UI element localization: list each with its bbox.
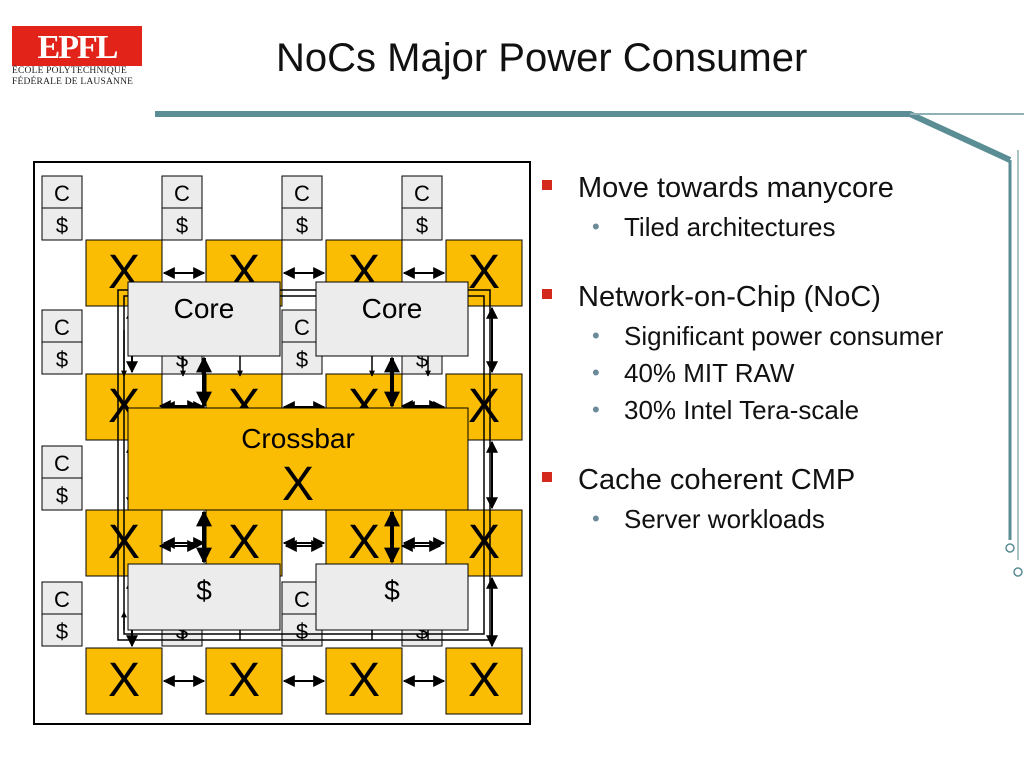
tile-cache-label: $ — [416, 213, 428, 238]
gray-dot-bullet-icon: • — [592, 323, 600, 348]
tile-core-label: C — [54, 587, 70, 612]
sub-bullet-item: • Tiled architectures — [538, 211, 1008, 243]
bullet-item: Move towards manycore — [538, 170, 1008, 206]
core-label: Core — [362, 293, 423, 324]
tile-core-label: C — [54, 181, 70, 206]
tile-core-box — [41, 581, 83, 615]
shared-cache-box — [127, 563, 281, 631]
router-glyph: X — [468, 654, 500, 707]
shared-cache-label: $ — [384, 575, 400, 606]
tile-core-box — [41, 175, 83, 209]
deco-dot-1 — [1005, 543, 1015, 553]
gray-dot-bullet-icon: • — [592, 360, 600, 385]
tile-cache-label: $ — [56, 347, 68, 372]
gray-dot-bullet-icon: • — [592, 397, 600, 422]
cmp-outline-inner — [123, 295, 485, 635]
core-box — [315, 281, 469, 357]
tile-cache-box — [401, 207, 443, 241]
bullet-text: Move towards manycore — [578, 172, 894, 204]
tile-core-label: C — [174, 181, 190, 206]
sub-bullet-item: • 30% Intel Tera-scale — [538, 394, 1008, 426]
tile-core-label: C — [294, 587, 310, 612]
router-glyph: X — [468, 246, 500, 299]
slide-title: NoCs Major Power Consumer — [276, 36, 808, 80]
tile-cache-label: $ — [176, 213, 188, 238]
crossbar-box — [127, 407, 469, 511]
tile-cache-label: $ — [56, 213, 68, 238]
tile-core-label: C — [294, 315, 310, 340]
bullet-item: Cache coherent CMP — [538, 462, 1008, 498]
sub-bullet-item: • 40% MIT RAW — [538, 357, 1008, 389]
tile-cache-box — [281, 341, 323, 375]
epfl-logo-mark: EPFL — [12, 26, 142, 66]
tile-cache-label: $ — [296, 213, 308, 238]
tile-core-box — [281, 309, 323, 343]
tile-cache-box — [281, 207, 323, 241]
sub-bullet-text: Significant power consumer — [624, 321, 944, 351]
sub-bullet-text: 40% MIT RAW — [624, 358, 795, 388]
tile-cache-box — [41, 613, 83, 647]
router-glyph: X — [228, 654, 260, 707]
bullet-text: Network-on-Chip (NoC) — [578, 281, 881, 313]
tile-cache-box — [41, 477, 83, 511]
shared-cache-label: $ — [196, 575, 212, 606]
tile-cache-label: $ — [296, 347, 308, 372]
core-label: Core — [174, 293, 235, 324]
tile-core-label: C — [54, 451, 70, 476]
tile-cache-box — [41, 207, 83, 241]
router-box — [205, 647, 283, 715]
bullet-text: Cache coherent CMP — [578, 464, 856, 496]
router-glyph: X — [348, 654, 380, 707]
bullet-list: Move towards manycore • Tiled architecture… — [538, 170, 1008, 535]
shared-cache-box — [315, 563, 469, 631]
red-square-bullet-icon — [542, 472, 552, 482]
sub-bullet-text: Server workloads — [624, 504, 825, 534]
tile-cache-box — [161, 207, 203, 241]
sub-bullet-text: Tiled architectures — [624, 212, 836, 242]
router-glyph: X — [228, 516, 260, 569]
tile-cache-label: $ — [56, 483, 68, 508]
tile-cache-label: $ — [56, 619, 68, 644]
router-box — [325, 647, 403, 715]
epfl-logo: EPFL ÉCOLE POLYTECHNIQUE FÉDÉRALE DE LAU… — [12, 26, 144, 88]
deco-dot-2 — [1013, 567, 1023, 577]
router-glyph: X — [348, 516, 380, 569]
red-square-bullet-icon — [542, 289, 552, 299]
sub-bullet-item: • Significant power consumer — [538, 320, 1008, 352]
logo-line-1: ÉCOLE POLYTECHNIQUE — [12, 66, 127, 76]
tile-cache-box — [41, 341, 83, 375]
tile-core-label: C — [54, 315, 70, 340]
sub-bullet-text: 30% Intel Tera-scale — [624, 395, 860, 425]
gray-dot-bullet-icon: • — [592, 214, 600, 239]
router-glyph: X — [108, 654, 140, 707]
sub-bullet-item: • Server workloads — [538, 503, 1008, 535]
crossbar-label: Crossbar — [241, 423, 355, 454]
tile-core-box — [161, 175, 203, 209]
tile-cache-label: $ — [296, 619, 308, 644]
tile-core-label: C — [414, 181, 430, 206]
tile-core-label: C — [294, 181, 310, 206]
router-box — [85, 647, 163, 715]
tile-core-box — [41, 445, 83, 479]
crossbar-glyph: X — [282, 458, 314, 511]
router-box — [445, 647, 523, 715]
logo-line-2: FÉDÉRALE DE LAUSANNE — [12, 77, 134, 87]
bullet-item: Network-on-Chip (NoC) — [538, 279, 1008, 315]
logo-wordmark: EPFL — [38, 29, 118, 66]
gray-dot-bullet-icon: • — [592, 506, 600, 531]
core-box — [127, 281, 281, 357]
tile-core-box — [41, 309, 83, 343]
cmp-outline — [117, 289, 491, 641]
red-square-bullet-icon — [542, 180, 552, 190]
